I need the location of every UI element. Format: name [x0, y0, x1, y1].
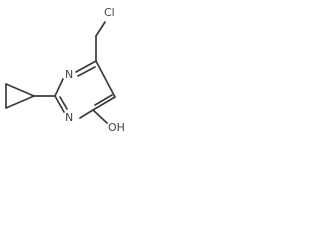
pyrimidine-ring	[54, 60, 116, 119]
chloromethyl-group	[95, 21, 106, 62]
cyclopropyl-group	[5, 83, 56, 109]
chemical-structure: Cl N N OH	[5, 6, 125, 134]
chlorine-label: Cl	[104, 6, 115, 19]
bond-n3-c4	[79, 109, 94, 119]
bond-c4-oh	[92, 109, 108, 124]
double-bond-c6-n1	[77, 66, 96, 77]
bond-n1-c2	[54, 78, 64, 97]
bond-ch2-cl	[95, 21, 106, 37]
bond-c4-c5	[92, 96, 116, 111]
cyclopropyl-bond-3	[5, 95, 35, 109]
nitrogen-top-label: N	[65, 68, 73, 81]
hydroxyl-label: OH	[108, 121, 125, 134]
bond-c2-n3	[54, 95, 65, 113]
cyclopropyl-bond-1	[5, 83, 35, 97]
bond-c6-n1	[75, 60, 97, 73]
nitrogen-bottom-label: N	[65, 111, 73, 124]
double-bond-c2-n3	[59, 96, 68, 110]
double-bond-c4-c5	[94, 94, 113, 106]
bond-c5-c6	[95, 60, 116, 98]
